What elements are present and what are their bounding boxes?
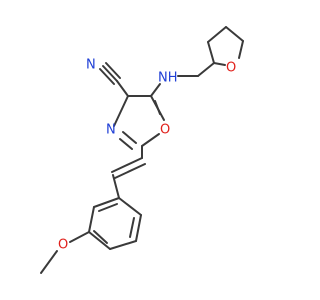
methoxy-group — [40, 231, 90, 274]
structure-canvas: N NH O N O O — [40, 26, 244, 274]
atom-thf-o: O — [226, 61, 236, 76]
benzene-ring — [88, 197, 142, 250]
molecule-structure: N NH O N O O — [40, 26, 244, 274]
oxazole-ring — [113, 95, 165, 150]
vinyl-linker — [111, 145, 146, 199]
atom-oxazole-n: N — [106, 123, 116, 138]
atom-amine-nh: NH — [158, 71, 178, 86]
bond-cn-to-ring — [116, 80, 129, 97]
nitrile-triple-bond — [99, 62, 121, 85]
thf-ring — [207, 26, 244, 66]
atom-methoxy-o: O — [58, 238, 68, 253]
aminomethyl-chain — [150, 62, 215, 97]
atom-oxazole-o: O — [160, 123, 170, 138]
atom-nitrile-n: N — [86, 58, 96, 73]
